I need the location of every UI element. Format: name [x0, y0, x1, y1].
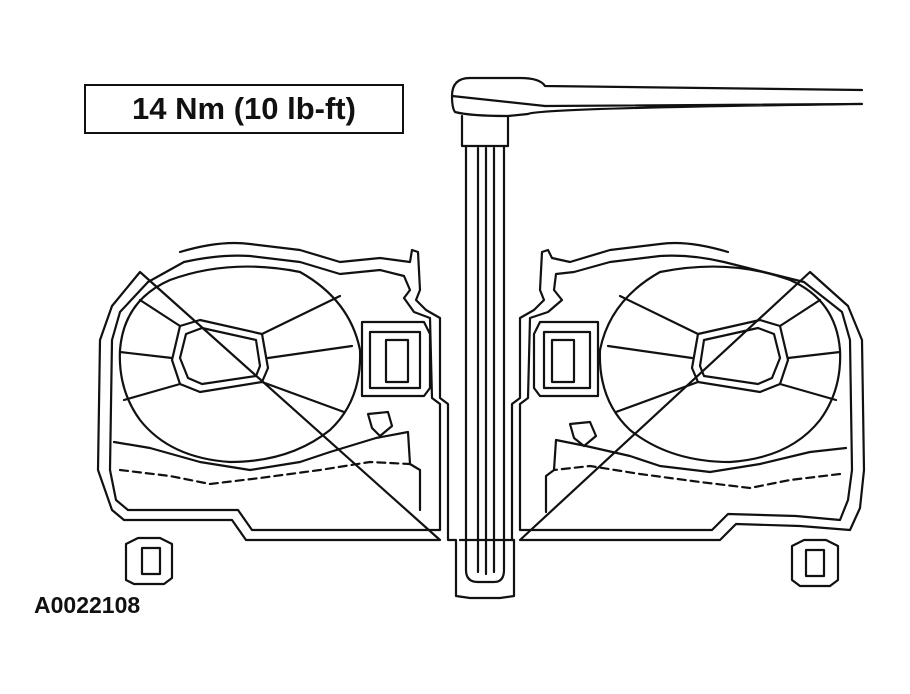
- torque-callout: 14 Nm (10 lb-ft): [84, 84, 404, 134]
- right-converter-ring: [600, 267, 840, 462]
- torque-wrench: [452, 78, 862, 582]
- right-housing-inner: [520, 256, 852, 530]
- right-foot: [792, 540, 838, 586]
- left-housing: [98, 243, 514, 598]
- wrench-handle: [452, 78, 862, 116]
- right-housing-outer: [512, 243, 864, 540]
- left-stator-vanes: [120, 296, 352, 412]
- wrench-head: [462, 116, 508, 146]
- left-housing-outer: [98, 243, 514, 598]
- left-converter-ring: [120, 267, 360, 462]
- right-stator-vanes: [608, 296, 840, 412]
- left-gear-case: [114, 432, 420, 510]
- left-bearing: [362, 322, 430, 396]
- right-housing: [512, 243, 864, 586]
- figure-id: A0022108: [34, 592, 141, 618]
- torque-spec-label: 14 Nm (10 lb-ft): [132, 91, 356, 126]
- right-bearing: [534, 322, 598, 396]
- right-gear-case: [546, 440, 846, 512]
- wrench-extension: [466, 146, 504, 582]
- left-foot: [126, 538, 172, 584]
- left-housing-inner: [110, 256, 440, 530]
- left-seal: [368, 412, 392, 436]
- right-seal: [570, 422, 596, 446]
